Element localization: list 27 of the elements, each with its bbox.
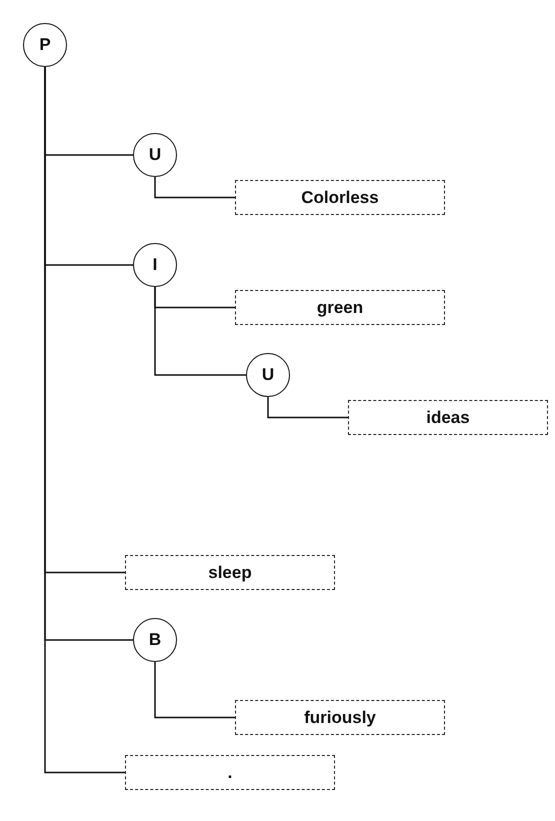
tree-node-circle: [133, 133, 177, 177]
connector-line: [154, 287, 246, 376]
leaf-word-box: [235, 180, 445, 215]
tree-node-circle: [133, 243, 177, 287]
node-label: furiously: [304, 708, 376, 728]
leaf-word-box: [348, 400, 548, 435]
node-label: .: [228, 762, 232, 782]
leaf-word-box: [125, 755, 335, 790]
node-label: green: [316, 298, 364, 318]
connector-line: [154, 177, 235, 198]
connector-line: [267, 397, 348, 418]
node-label: sleep: [208, 562, 252, 582]
node-label: I: [152, 255, 158, 275]
leaf-word-box: [235, 290, 445, 325]
node-label: Colorless: [301, 188, 379, 208]
connector-line: [154, 662, 235, 718]
tree-node-circle: [246, 353, 290, 397]
connector-line: [44, 67, 125, 774]
node-label: P: [39, 35, 51, 55]
tree-node-circle: [133, 618, 177, 662]
node-label: ideas: [426, 408, 470, 428]
leaf-word-box: [125, 555, 335, 590]
node-label: U: [262, 365, 274, 385]
tree-node-circle: [23, 23, 67, 67]
node-label: B: [148, 630, 162, 650]
node-label: U: [148, 145, 162, 165]
leaf-word-box: [235, 700, 445, 735]
